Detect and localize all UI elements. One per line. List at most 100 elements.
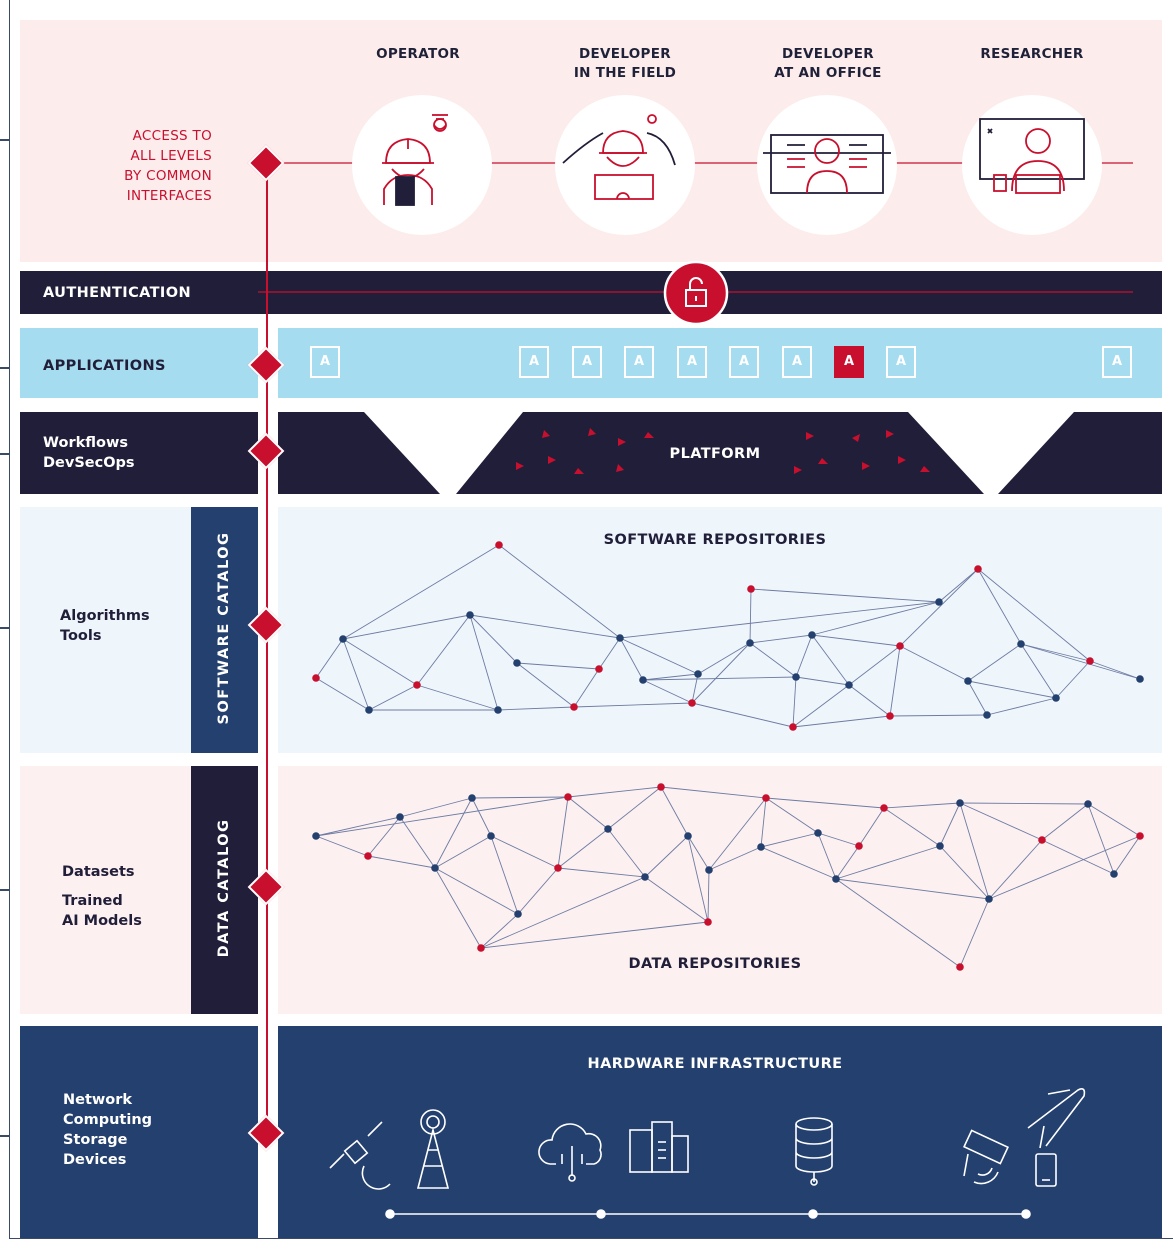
app-tile[interactable]: A <box>677 346 707 378</box>
network-edge <box>792 676 797 728</box>
network-node <box>746 639 754 647</box>
network-edge <box>760 832 819 848</box>
network-node <box>396 813 404 821</box>
network-edge <box>598 637 621 670</box>
network-edge <box>619 637 644 681</box>
network-edge <box>938 568 979 603</box>
network-edge <box>517 867 559 915</box>
network-edge <box>1087 803 1141 837</box>
applications-panel <box>278 328 1162 398</box>
network-node <box>513 659 521 667</box>
network-node <box>983 711 991 719</box>
network-edge <box>498 544 621 639</box>
network-edge <box>708 846 762 871</box>
network-node <box>364 852 372 860</box>
lock-icon[interactable] <box>663 260 729 326</box>
app-tile[interactable]: A <box>782 346 812 378</box>
network-edge <box>567 786 662 798</box>
network-edge <box>959 802 990 900</box>
network-edge <box>399 797 473 818</box>
outer-frame <box>9 0 1173 1239</box>
network-edge <box>883 807 941 847</box>
network-node <box>1136 675 1144 683</box>
network-edge <box>959 802 1089 805</box>
network-edge <box>967 680 1057 699</box>
app-tile[interactable]: A <box>886 346 916 378</box>
network-node <box>639 676 647 684</box>
network-edge <box>342 544 500 640</box>
network-edge <box>315 835 369 857</box>
app-tile[interactable]: A <box>1102 346 1132 378</box>
network-edge <box>619 601 940 639</box>
app-tile-active[interactable]: A <box>834 346 864 378</box>
network-node <box>1052 694 1060 702</box>
network-node <box>704 918 712 926</box>
network-edge <box>367 855 436 869</box>
platform-label: PLATFORM <box>669 446 761 462</box>
network-node <box>604 825 612 833</box>
network-edge <box>811 634 901 647</box>
app-tile[interactable]: A <box>310 346 340 378</box>
network-edge <box>835 845 860 880</box>
network-edge <box>480 876 646 949</box>
network-node <box>814 829 822 837</box>
network-edge <box>967 643 1022 682</box>
network-edge <box>899 568 979 647</box>
cloud-circuit-icon <box>538 1123 602 1182</box>
network-node <box>564 793 572 801</box>
frame-tick <box>0 453 10 455</box>
network-edge <box>490 835 559 869</box>
network-edge <box>986 697 1057 716</box>
network-edge <box>835 878 961 968</box>
network-node <box>477 944 485 952</box>
network-edge <box>607 786 662 830</box>
network-node <box>935 598 943 606</box>
network-edge <box>697 642 751 675</box>
network-node <box>494 706 502 714</box>
network-node <box>595 665 603 673</box>
network-node <box>1017 640 1025 648</box>
network-edge <box>988 835 1141 900</box>
data-catalog-bar <box>191 766 258 1014</box>
software-repositories-panel <box>278 507 1162 753</box>
network-edge <box>691 673 699 704</box>
network-edge <box>434 835 492 869</box>
network-edge <box>939 845 990 900</box>
airplane-icon <box>1027 1088 1086 1149</box>
network-edge <box>607 828 646 878</box>
network-edge <box>889 645 901 717</box>
field-developer-icon <box>562 114 676 200</box>
network-edge <box>687 835 710 871</box>
network-node <box>570 703 578 711</box>
network-node <box>1086 657 1094 665</box>
network-node <box>705 866 713 874</box>
network-edge <box>760 846 837 880</box>
app-tile[interactable]: A <box>624 346 654 378</box>
network-edge <box>967 680 988 716</box>
network-edge <box>480 921 709 949</box>
network-node <box>1084 800 1092 808</box>
researcher-icon <box>979 118 1085 194</box>
network-edge <box>557 867 646 878</box>
network-edge <box>1089 660 1141 680</box>
network-edge <box>315 638 344 679</box>
network-edge <box>1020 643 1141 680</box>
network-edge <box>619 637 699 675</box>
network-node <box>339 635 347 643</box>
network-node <box>974 565 982 573</box>
data-catalog-label: DATA CATALOG <box>216 818 232 958</box>
app-tile[interactable]: A <box>729 346 759 378</box>
role-researcher-label: RESEARCHER <box>980 46 1084 62</box>
network-edge <box>567 796 609 830</box>
app-tile[interactable]: A <box>572 346 602 378</box>
server-rack-icon <box>629 1121 689 1173</box>
network-node <box>936 842 944 850</box>
network-edge <box>765 797 885 809</box>
app-tile[interactable]: A <box>519 346 549 378</box>
network-edge <box>749 588 752 644</box>
network-node <box>641 873 649 881</box>
network-edge <box>480 913 519 949</box>
